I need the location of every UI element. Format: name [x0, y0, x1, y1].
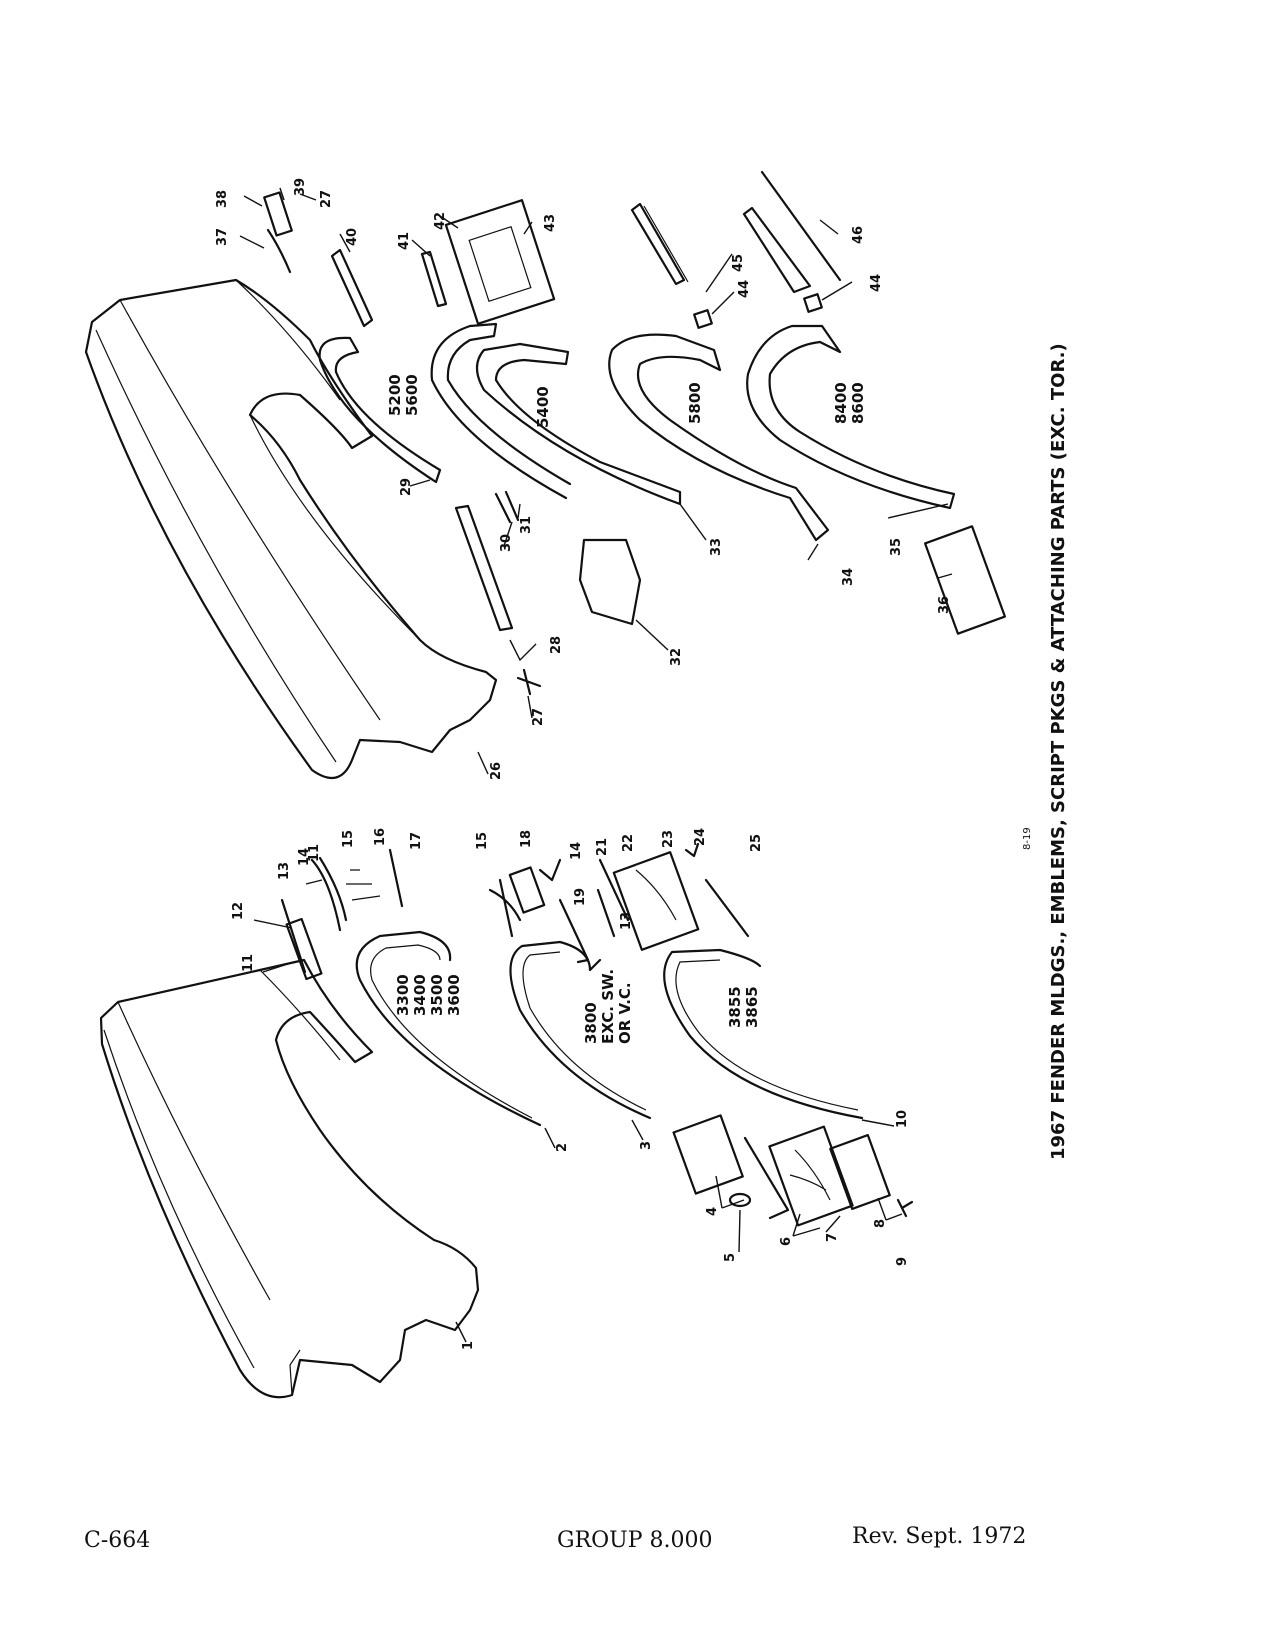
callout: 12 — [231, 902, 246, 920]
callout: 34 — [841, 568, 856, 586]
callout: 40 — [345, 228, 360, 246]
callout: 19 — [573, 888, 588, 906]
model-labels: 3300 3400 3500 3600 3800 EXC. SW. OR V.C… — [386, 369, 867, 1044]
arch-molding-3300-3600 — [355, 930, 542, 1127]
callout: 35 — [889, 538, 904, 556]
callout: 33 — [709, 538, 724, 556]
arch-molding-5400 — [430, 322, 682, 506]
callout: 4 — [705, 1207, 720, 1216]
callout: 32 — [669, 648, 684, 666]
callout: 39 — [293, 178, 308, 196]
callout: 11 — [307, 844, 322, 862]
callout: 13 — [619, 912, 634, 930]
figure-number: 8-19 — [1022, 827, 1033, 850]
right-fender — [84, 278, 498, 780]
callout: 42 — [433, 212, 448, 230]
callout: 1 — [461, 1341, 476, 1350]
callout: 46 — [851, 226, 866, 244]
revision-date: Rev. Sept. 1972 — [852, 1524, 1027, 1549]
callout: 25 — [749, 834, 764, 852]
callout: 41 — [397, 232, 412, 250]
callout: 2 — [555, 1143, 570, 1152]
callout: 8 — [873, 1219, 888, 1228]
model-group-5800: 5800 — [686, 382, 704, 424]
callout: 5 — [723, 1253, 738, 1262]
callout: 27 — [531, 708, 546, 726]
callout: 6 — [779, 1237, 794, 1246]
callout: 9 — [895, 1257, 910, 1266]
arch-molding-3855-3865 — [663, 948, 864, 1120]
callout: 30 — [499, 534, 514, 552]
arch-molding-3800 — [509, 940, 652, 1120]
callout: 45 — [731, 254, 746, 272]
arch-molding-5200-5600 — [318, 336, 442, 484]
callout: 14 — [569, 842, 584, 860]
callout: 22 — [621, 834, 636, 852]
callout: 10 — [895, 1110, 910, 1128]
arch-molding-5800 — [608, 333, 830, 542]
model-group-3855-3865: 3855 3865 — [726, 981, 761, 1028]
callout: 15 — [341, 830, 356, 848]
right-small-parts — [263, 170, 1007, 696]
left-fender — [99, 958, 480, 1399]
model-group-5200-5600: 5200 5600 — [386, 369, 421, 416]
figure-caption: 1967 FENDER MLDGS., EMBLEMS, SCRIPT PKGS… — [1048, 343, 1069, 1160]
callout: 26 — [489, 762, 504, 780]
callout: 27 — [319, 190, 334, 208]
callout: 44 — [737, 280, 752, 298]
leader-lines — [239, 187, 953, 1343]
callout: 3 — [639, 1141, 654, 1150]
callout: 24 — [693, 828, 708, 846]
callout: 43 — [543, 214, 558, 232]
callout: 31 — [519, 516, 534, 534]
group-id: GROUP 8.000 — [557, 1528, 713, 1553]
callout: 17 — [409, 832, 424, 850]
left-small-parts — [280, 842, 914, 1227]
callout: 13 — [277, 862, 292, 880]
model-group-5400: 5400 — [534, 386, 552, 428]
callout: 15 — [475, 832, 490, 850]
callout: 23 — [661, 830, 676, 848]
callout: 29 — [399, 478, 414, 496]
callout: 16 — [373, 828, 388, 846]
model-group-3800: 3800 EXC. SW. OR V.C. — [582, 964, 634, 1044]
callout: 14 — [297, 848, 312, 866]
callout: 44 — [869, 274, 884, 292]
page-id: C-664 — [84, 1528, 151, 1553]
callout-numbers: 1 2 3 4 5 6 7 8 9 10 11 12 13 14 11 15 1… — [215, 178, 952, 1350]
callout: 18 — [519, 830, 534, 848]
callout: 37 — [215, 228, 230, 246]
callout: 11 — [241, 954, 256, 972]
model-group-8400-8600: 8400 8600 — [832, 377, 867, 424]
callout: 28 — [549, 636, 564, 654]
callout: 7 — [825, 1233, 840, 1242]
model-group-3300-3600: 3300 3400 3500 3600 — [394, 969, 463, 1016]
callout: 21 — [595, 838, 610, 856]
callout: 38 — [215, 190, 230, 208]
arch-molding-8400-8600 — [746, 324, 956, 510]
callout: 36 — [937, 596, 952, 614]
